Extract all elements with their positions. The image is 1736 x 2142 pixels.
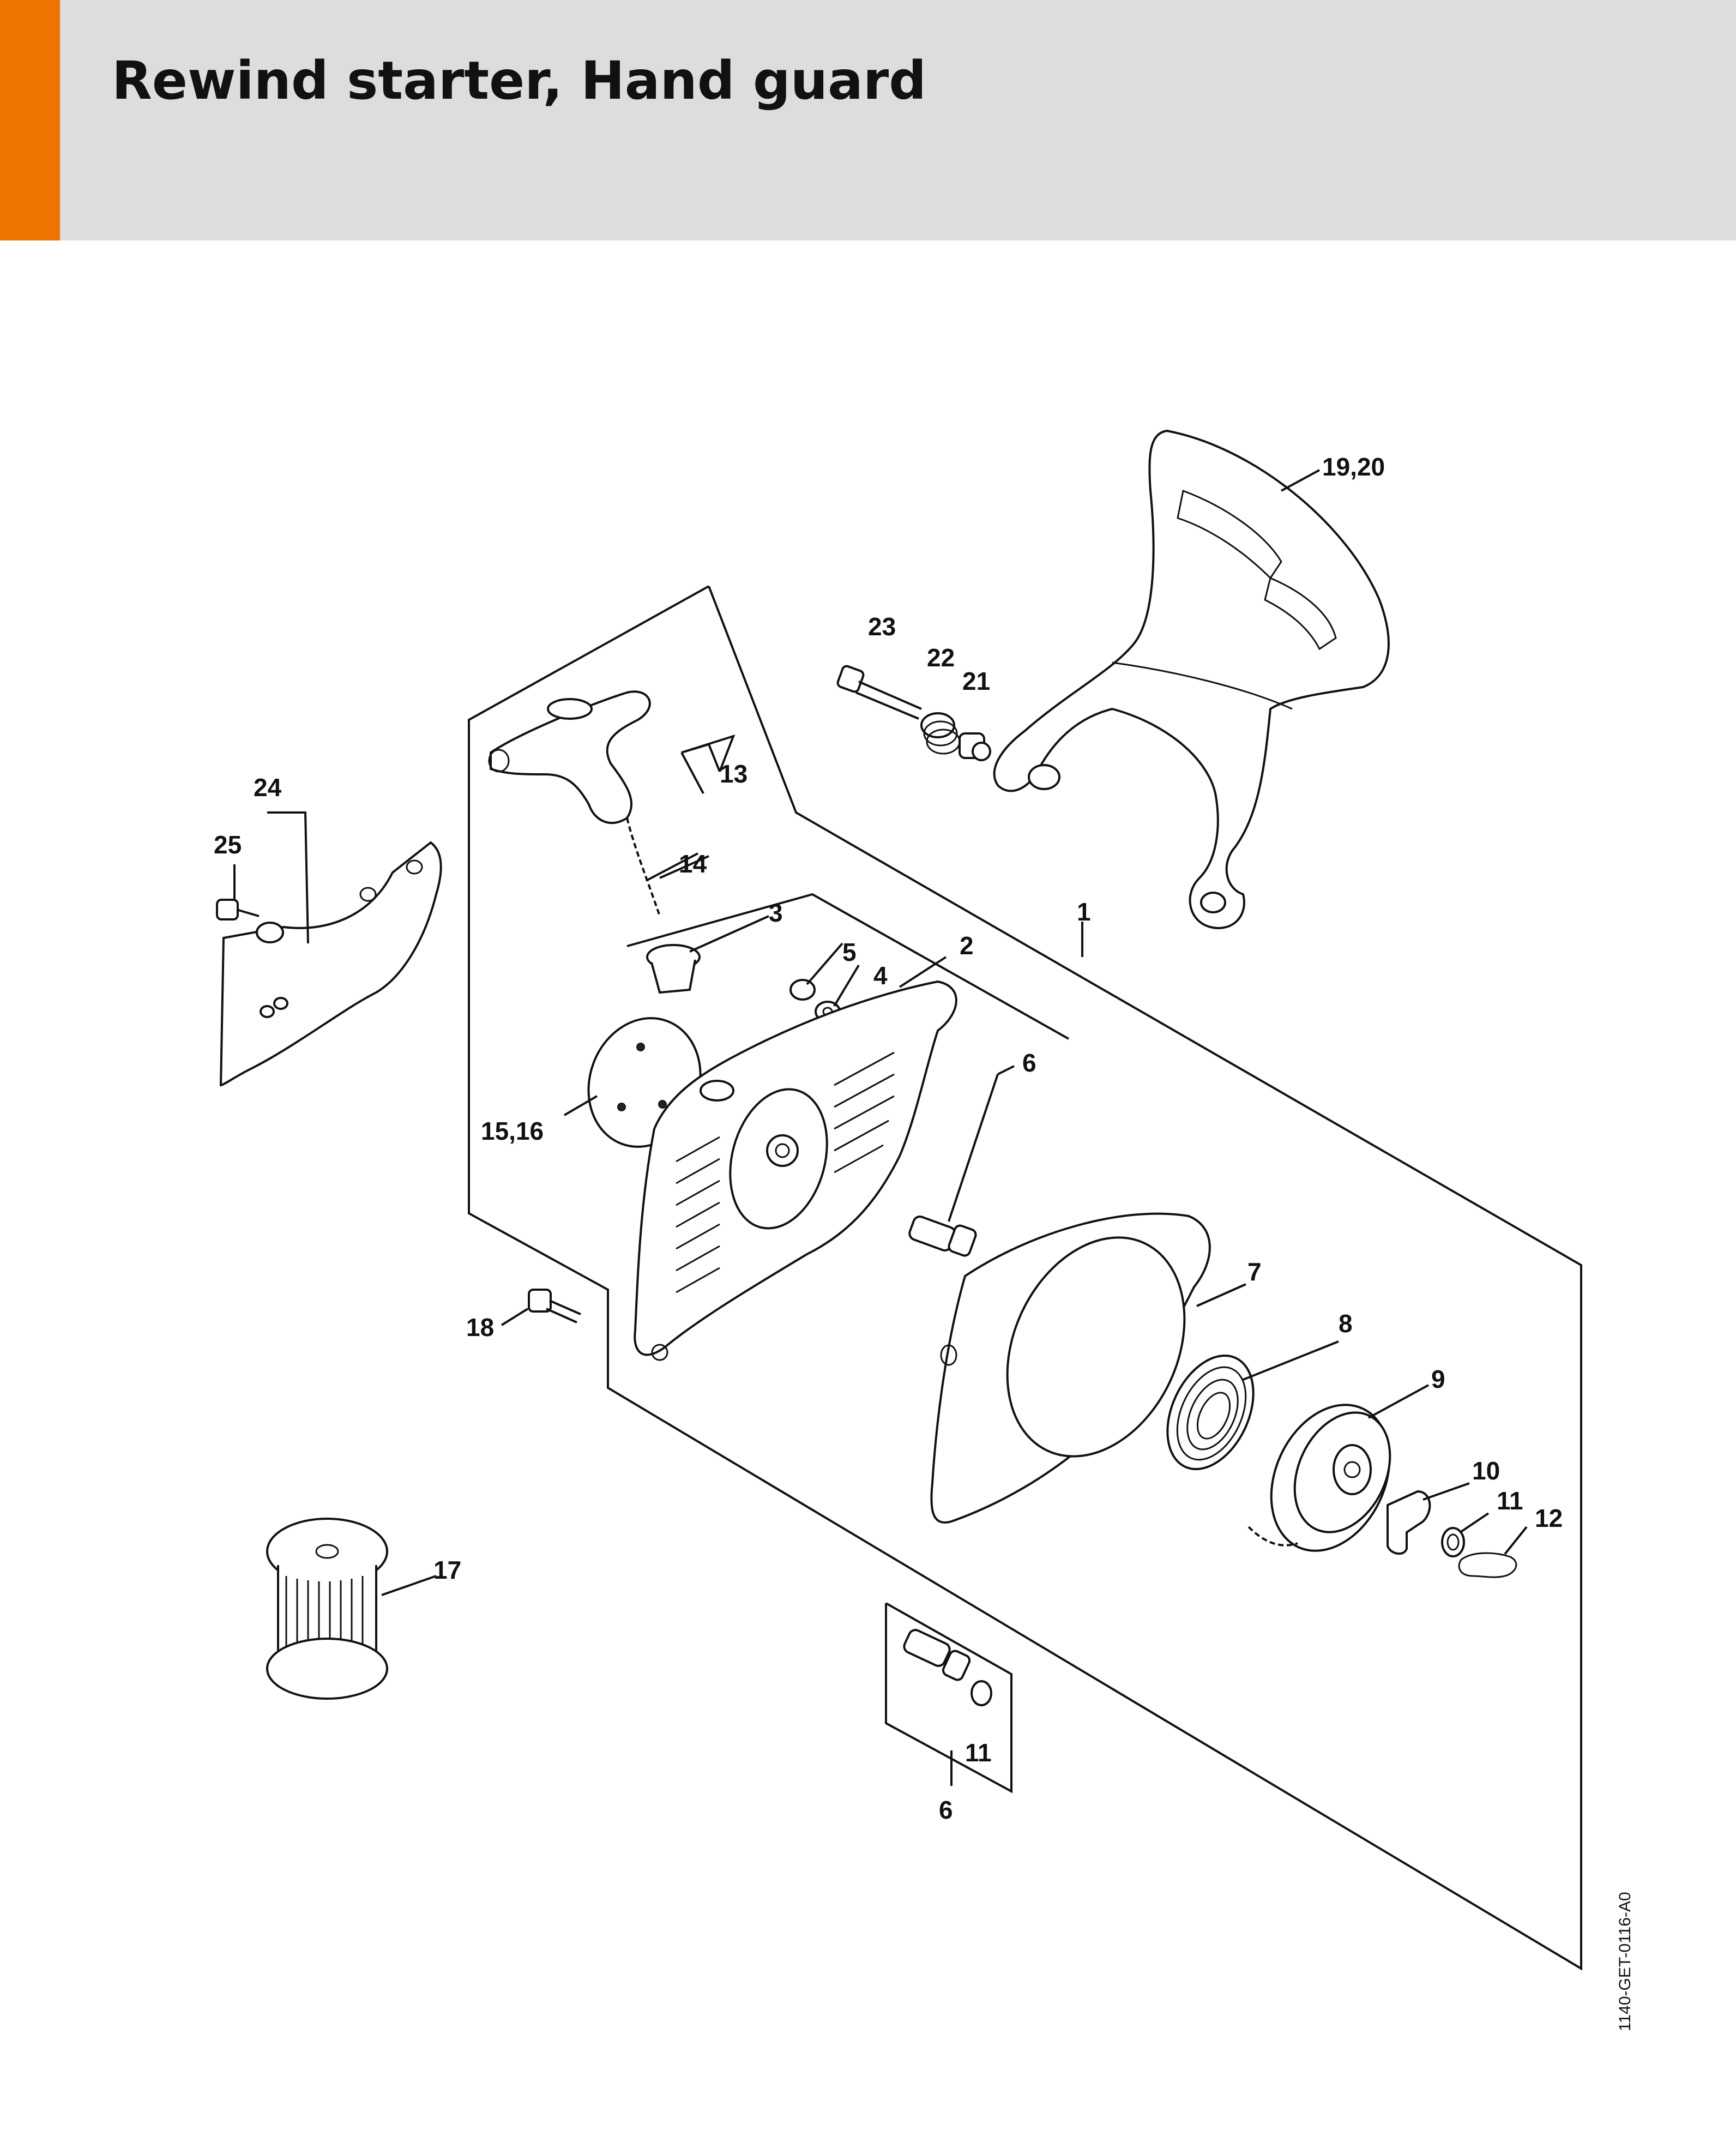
bolt-kit-6 (903, 1629, 971, 1681)
callout-25: 25 (214, 831, 242, 859)
pawl-10 (1387, 1490, 1431, 1555)
callout-24: 24 (254, 773, 282, 802)
page-title: Rewind starter, Hand guard (112, 50, 926, 111)
screw-23 (836, 665, 922, 720)
callout-19-20: 19,20 (1322, 453, 1385, 481)
callout-22: 22 (927, 643, 955, 672)
plate-24 (219, 841, 442, 1087)
callout-3: 3 (769, 899, 783, 927)
sleeve-21 (959, 732, 991, 761)
leader-lines (233, 469, 1528, 1786)
screw-18 (528, 1289, 581, 1323)
callout-17: 17 (433, 1556, 461, 1584)
callout-1: 1 (1077, 898, 1091, 926)
group-outline-6-kit (885, 1602, 1012, 1794)
callout-11: 11 (1497, 1487, 1523, 1515)
spring-clip-12 (1458, 1552, 1517, 1578)
callout-9: 9 (1431, 1365, 1445, 1393)
callout-2: 2 (960, 931, 974, 960)
callout-12: 12 (1535, 1504, 1563, 1532)
rewind-spring-8 (1166, 1355, 1255, 1470)
o-ring-11-kit (971, 1680, 992, 1706)
callout-15-16: 15,16 (481, 1117, 544, 1145)
fan-housing-2 (634, 980, 957, 1361)
callout-4: 4 (873, 961, 888, 990)
starter-housing-7 (930, 1212, 1211, 1524)
callout-7: 7 (1247, 1257, 1262, 1286)
rope-guide-bush-3 (646, 944, 701, 994)
starter-rope-14 (626, 817, 661, 917)
rope-spool-17 (266, 1518, 388, 1700)
spring-22 (920, 712, 961, 755)
callout-13: 13 (720, 760, 748, 788)
callout-8: 8 (1339, 1309, 1353, 1338)
hand-guard (993, 429, 1390, 929)
callout-21: 21 (962, 667, 990, 695)
page-header: Rewind starter, Hand guard (0, 0, 1736, 240)
starter-grip-13 (488, 690, 651, 824)
callout-23: 23 (868, 612, 896, 641)
rope-rotor-9 (1247, 1404, 1391, 1552)
group-outline-2 (626, 893, 1069, 1040)
callout-14: 14 (679, 850, 707, 878)
callout-6-kit: 6 (939, 1796, 953, 1824)
screw-25 (216, 899, 260, 920)
bolt-6 (908, 1216, 977, 1257)
callout-10: 10 (1472, 1457, 1500, 1485)
callout-11-kit: 11 (965, 1738, 992, 1767)
screw-5 (789, 979, 816, 1001)
accent-bar (0, 0, 60, 240)
callouts: 1 2 3 4 5 6 6 7 8 9 10 11 11 12 13 14 15… (214, 453, 1563, 1824)
group-outline-1 (468, 585, 1582, 1971)
washer-11 (1441, 1527, 1465, 1557)
callout-6-housing: 6 (1022, 1049, 1036, 1077)
callout-5: 5 (842, 938, 857, 966)
callout-18: 18 (466, 1313, 494, 1341)
drawing-number: 1140-GET-0116-A0 (1616, 1892, 1634, 2031)
